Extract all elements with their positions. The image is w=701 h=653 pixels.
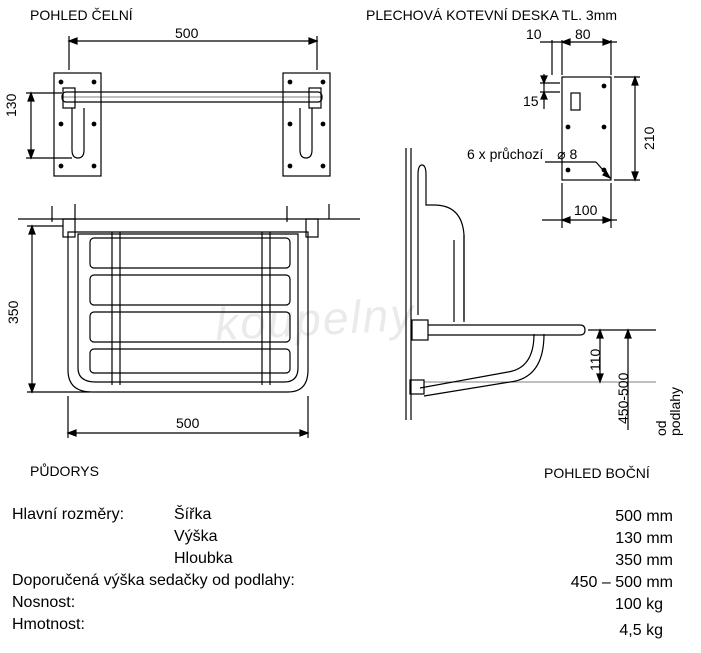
dim-plate-width-top: 80: [575, 26, 591, 42]
spec-value-capacity: 100 kg: [614, 596, 663, 613]
spec-label-height: Výška: [174, 528, 218, 545]
spec-value-seat-height: 450 – 500 mm: [570, 574, 673, 591]
front-view-title: POHLED ČELNÍ: [30, 7, 133, 23]
spec-label-width: Šířka: [174, 506, 212, 523]
spec-label-capacity: Nosnost:: [12, 594, 76, 611]
holes-diameter: ⌀ 8: [557, 146, 578, 162]
dim-side-range: 450-500: [615, 372, 631, 424]
front-view-drawing: [26, 36, 331, 177]
side-view-title: POHLED BOČNÍ: [544, 465, 650, 481]
holes-note: 6 x průchozí ⌀ 8: [467, 147, 577, 161]
plate-view-drawing: [540, 38, 640, 228]
dim-side-floor: od podlahy: [653, 386, 683, 436]
dim-side-110: 110: [587, 348, 603, 371]
spec-label-depth: Hloubka: [174, 550, 233, 567]
spec-value-depth: 350 mm: [615, 552, 673, 569]
plan-view-drawing: [18, 204, 360, 438]
dim-plate-width: 100: [574, 202, 598, 218]
spec-value-width: 500 mm: [615, 508, 673, 525]
spec-label-weight: Hmotnost:: [12, 616, 85, 633]
dim-plan-width: 500: [176, 415, 200, 431]
dim-front-height: 130: [3, 93, 19, 117]
watermark: koupelny: [213, 287, 417, 351]
spec-value-height: 130 mm: [615, 530, 673, 547]
dim-plan-depth: 350: [5, 300, 21, 324]
spec-label-seat-height: Doporučená výška sedačky od podlahy:: [12, 572, 295, 589]
plate-view-title: PLECHOVÁ KOTEVNÍ DESKA TL. 3mm: [366, 7, 618, 23]
plan-view-title: PŮDORYS: [30, 463, 99, 479]
dim-front-width: 500: [175, 25, 199, 41]
holes-count: 6 x průchozí: [467, 146, 544, 162]
dim-plate-height: 210: [641, 126, 657, 150]
spec-value-weight: 4,5 kg: [619, 622, 663, 639]
side-view-drawing: [405, 148, 656, 430]
specs-heading: Hlavní rozměry:: [12, 506, 125, 523]
dim-plate-hole-offset: 15: [523, 93, 539, 109]
dim-plate-offset: 10: [526, 26, 542, 42]
